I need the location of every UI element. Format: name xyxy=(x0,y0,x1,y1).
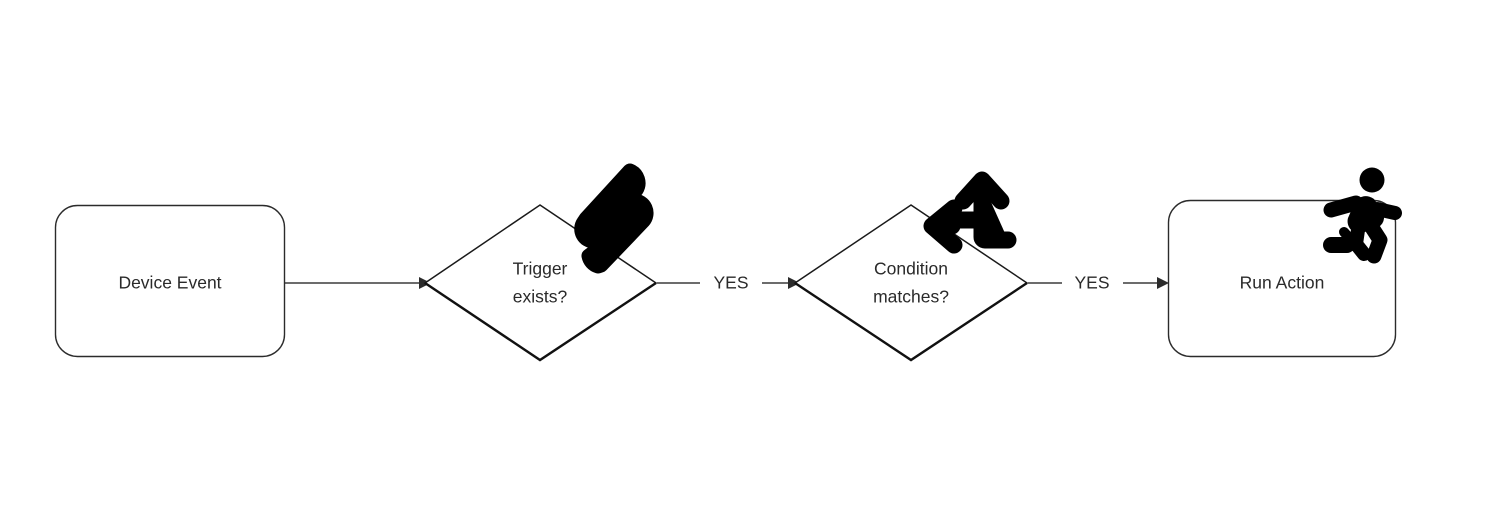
node-condition-matches[interactable]: Condition matches? xyxy=(793,171,1029,362)
branch-arrows-icon xyxy=(923,171,1017,254)
condition-matches-label-line2: matches? xyxy=(873,287,949,307)
edge-label-yes-1: YES xyxy=(713,273,748,293)
run-action-label: Run Action xyxy=(1240,273,1325,293)
edge-condition-to-run-action: YES xyxy=(1028,273,1169,293)
node-run-action[interactable]: Run Action xyxy=(1167,167,1402,358)
arrowhead-3 xyxy=(1157,277,1169,289)
edge-device-event-to-trigger xyxy=(285,277,431,289)
trigger-exists-label-line1: Trigger xyxy=(513,259,568,279)
edge-label-yes-2: YES xyxy=(1074,273,1109,293)
condition-matches-label-line1: Condition xyxy=(874,259,948,279)
device-event-label: Device Event xyxy=(118,273,221,293)
trigger-exists-diamond-lower-edge xyxy=(424,282,657,362)
node-device-event[interactable]: Device Event xyxy=(54,204,286,358)
lightning-bolt-icon xyxy=(574,163,654,274)
device-event-box[interactable] xyxy=(54,204,286,358)
trigger-exists-label-line2: exists? xyxy=(513,287,568,307)
node-trigger-exists[interactable]: Trigger exists? xyxy=(423,163,658,362)
condition-matches-diamond-lower-edge xyxy=(794,282,1028,362)
running-person-icon xyxy=(1323,167,1402,264)
edge-trigger-to-condition: YES xyxy=(657,273,800,293)
